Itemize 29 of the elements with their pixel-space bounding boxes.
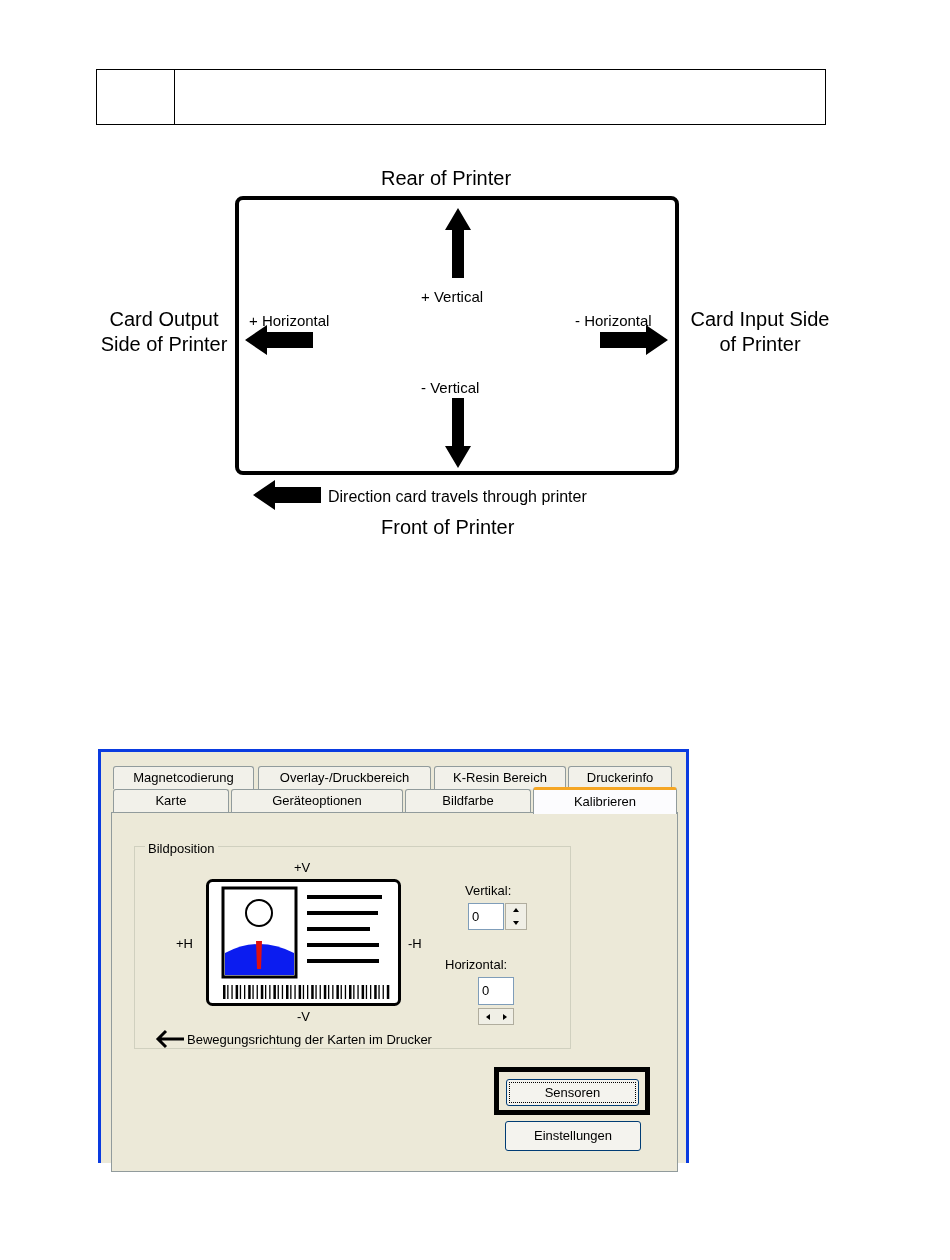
tab: Kalibrieren: [533, 787, 677, 814]
tab: Bildfarbe: [405, 789, 531, 812]
side-label: Card Output Side of Printer: [99, 307, 229, 357]
tab: Geräteoptionen: [231, 789, 403, 812]
caption-text: Direction card travels through printer: [328, 487, 587, 507]
direction-label: - Horizontal: [575, 311, 652, 331]
side-label: Rear of Printer: [381, 166, 512, 191]
tab: Karte: [113, 789, 229, 812]
sensoren-button: Sensoren: [506, 1079, 639, 1106]
side-label: Card Input Side of Printer: [689, 307, 831, 357]
tab: Druckerinfo: [568, 766, 672, 789]
tab: Overlay-/Druckbereich: [258, 766, 431, 789]
axis-label: +V: [294, 859, 311, 877]
tab: K-Resin Bereich: [434, 766, 566, 789]
axis-label: +H: [176, 935, 193, 953]
axis-label: -H: [408, 935, 422, 953]
input-field: 0: [468, 903, 504, 930]
settings-button: Einstellungen: [505, 1121, 641, 1151]
field-label: Vertikal:: [465, 882, 512, 900]
field-label: Horizontal:: [445, 956, 508, 974]
axis-label: -V: [297, 1008, 310, 1026]
direction-label: + Horizontal: [249, 311, 330, 331]
tab: Magnetcodierung: [113, 766, 254, 789]
direction-label: - Vertical: [421, 378, 480, 398]
input-field: 0: [478, 977, 514, 1005]
direction-label: + Vertical: [421, 287, 484, 307]
caption-text: Bewegungsrichtung der Karten im Drucker: [187, 1031, 432, 1049]
card-outline: [235, 196, 679, 475]
side-label: Front of Printer: [381, 515, 515, 540]
